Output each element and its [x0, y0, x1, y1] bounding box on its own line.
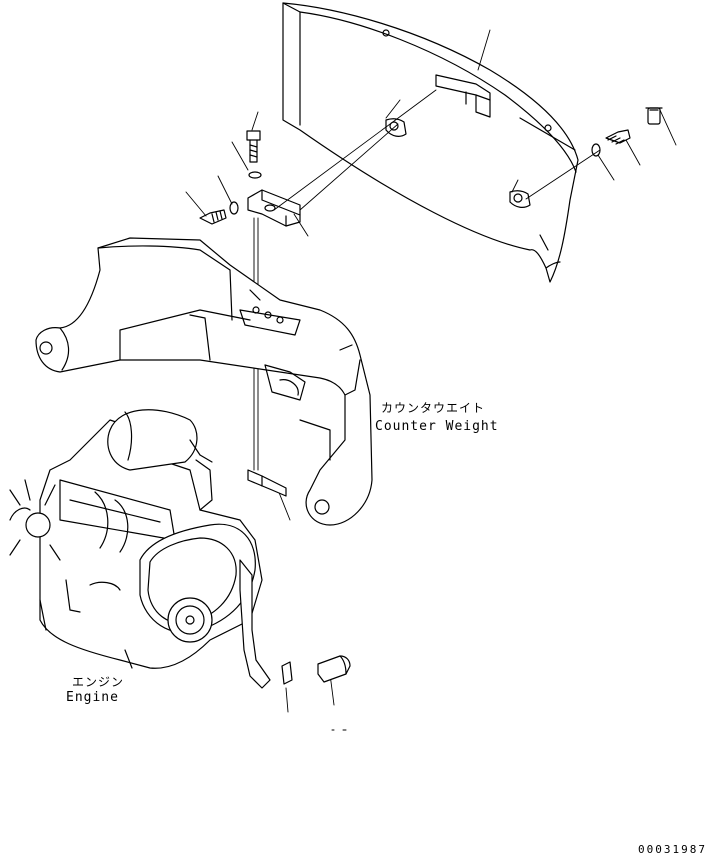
- pipe: [318, 656, 350, 682]
- hose-clamp: [282, 662, 292, 684]
- bolt-left: [200, 210, 226, 224]
- counterweight-label-en: Counter Weight: [375, 419, 499, 434]
- counterweight-label-jp: カウンタウエイト: [381, 401, 486, 415]
- engine: [10, 410, 262, 668]
- washer-left: [230, 202, 238, 214]
- document-number: 00031987: [638, 843, 707, 856]
- leader-lines: [186, 30, 676, 712]
- mount-bracket: [248, 190, 300, 226]
- counterweight: [36, 238, 372, 525]
- engine-label-jp: エンジン: [72, 675, 125, 689]
- engine-label-en: Engine: [66, 690, 119, 705]
- bolt-right: [606, 130, 630, 144]
- cover-panel: [283, 3, 578, 282]
- hose: [240, 560, 270, 688]
- cover-hole-left: [386, 119, 406, 137]
- bolt-vertical: [247, 131, 260, 162]
- cover-mount-block: [436, 75, 490, 117]
- cover-hole-right: [510, 191, 530, 208]
- washer-vertical: [249, 172, 261, 178]
- lower-bracket: [248, 470, 286, 496]
- bolt-flanged-right: [646, 108, 662, 124]
